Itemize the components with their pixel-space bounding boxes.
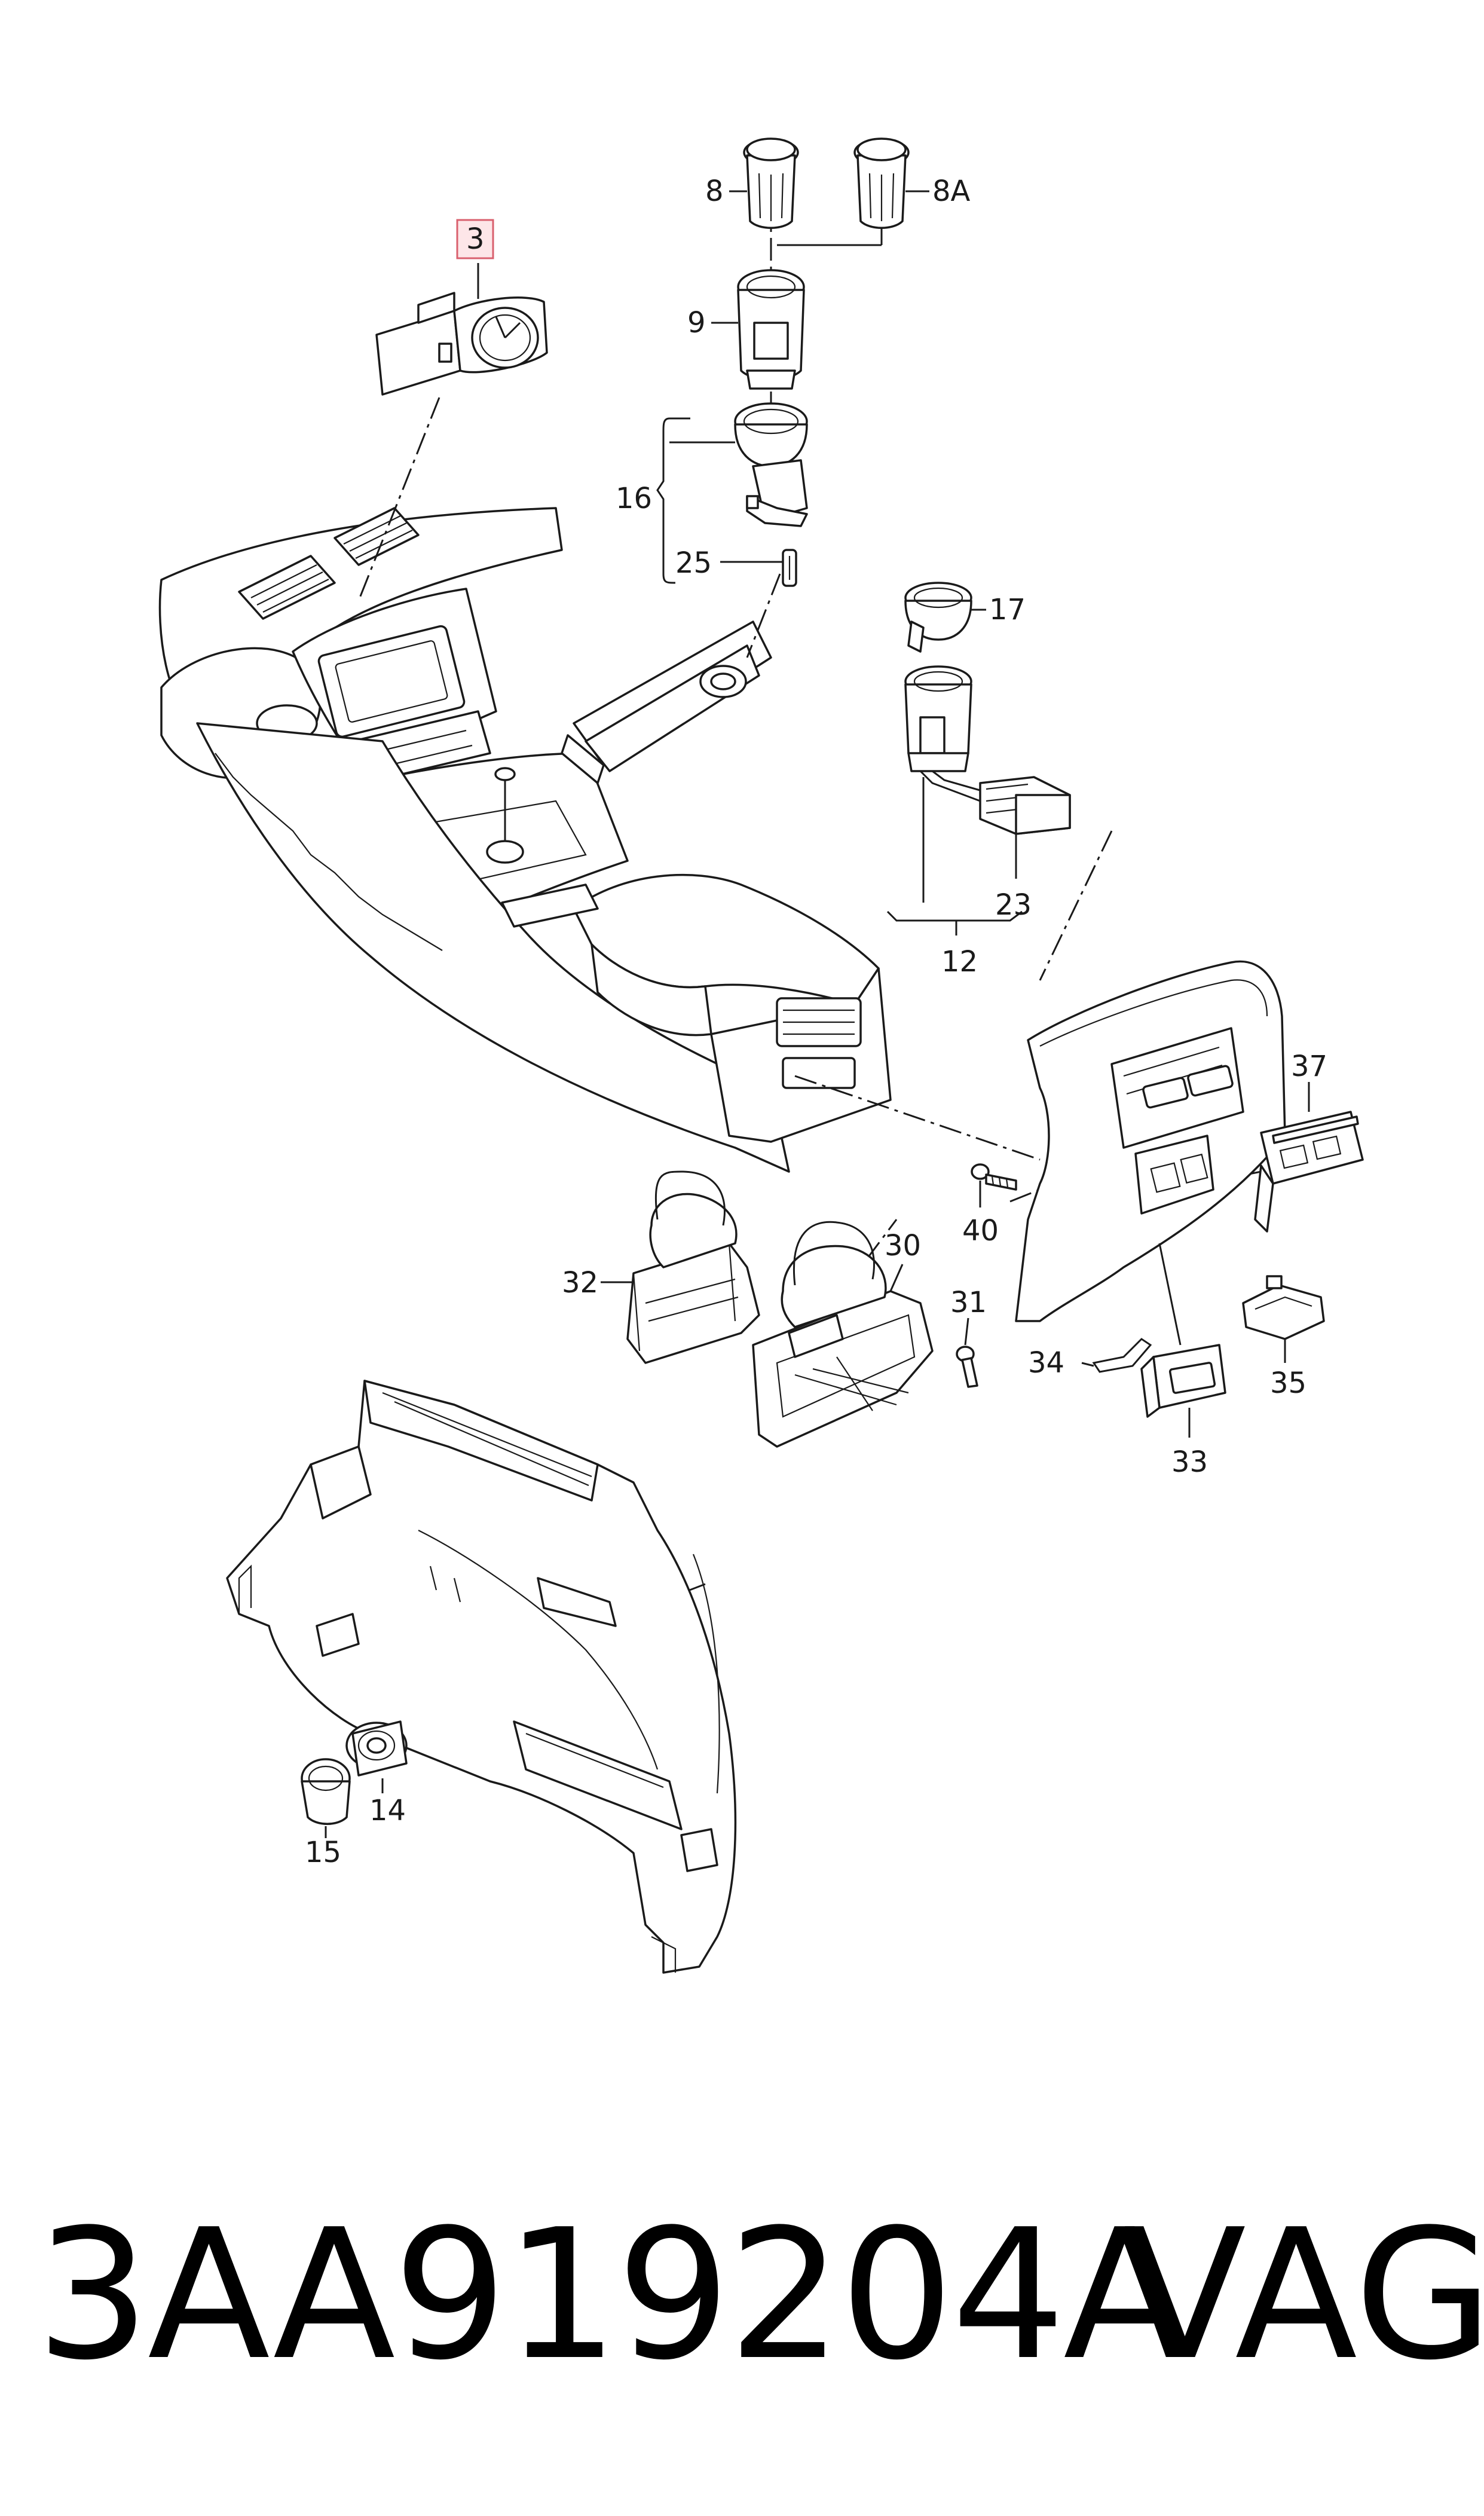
rear-side-trim-panel [226,1380,737,1974]
part-17-socket-cap [904,582,986,653]
parts-diagram: 3 8 8A 9 16 25 17 23 12 37 40 32 30 31 3… [158,137,1364,1974]
part-25-bulb-holder [720,549,797,587]
callout-17[interactable]: 17 [989,593,1026,626]
callout-16[interactable]: 16 [616,482,652,515]
part-9-sleeve [711,269,805,390]
part-14-socket [345,1720,408,1793]
part-37-switch-panel [1254,1082,1364,1233]
callout-23[interactable]: 23 [995,888,1032,922]
part-34-clip [1081,1338,1152,1373]
callout-34[interactable]: 34 [1028,1346,1064,1380]
callout-40[interactable]: 40 [962,1214,999,1248]
callout-9[interactable]: 9 [687,306,706,340]
callout-12[interactable]: 12 [941,945,978,979]
callout-3[interactable]: 3 [466,222,485,256]
dashboard-console-assembly [158,507,892,1173]
part-30-cupholder-frame [752,1221,934,1448]
callout-37[interactable]: 37 [1291,1050,1327,1083]
callout-15[interactable]: 15 [305,1836,341,1869]
part-35-connector [1242,1275,1325,1363]
part-3-clock [375,263,548,396]
callout-30[interactable]: 30 [885,1229,921,1262]
callout-14[interactable]: 14 [369,1794,406,1827]
brand-label: VAG [1124,2191,1484,2399]
part-33-socket-module [1140,1243,1226,1438]
callout-32[interactable]: 32 [562,1266,598,1300]
rear-console-panel [1015,960,1286,1322]
part-16-lighter-housing [656,402,808,584]
callout-31[interactable]: 31 [950,1286,987,1319]
callout-8a[interactable]: 8A [932,175,971,208]
part-15-cap [301,1758,351,1838]
part-40-screw [971,1163,1017,1207]
callout-35[interactable]: 35 [1270,1366,1306,1400]
part-31-screw [956,1317,978,1388]
callout-3-highlight [456,219,494,259]
callout-33[interactable]: 33 [1171,1445,1208,1479]
part-8a-plug [853,137,929,229]
callout-25[interactable]: 25 [675,546,712,580]
part-12-socket-with-harness [886,665,1071,936]
callout-8[interactable]: 8 [705,175,724,208]
part-8-lighter-insert [729,137,799,229]
part-32-cupholder [601,1170,760,1364]
part-number: 3AA919204A [36,2191,1186,2399]
